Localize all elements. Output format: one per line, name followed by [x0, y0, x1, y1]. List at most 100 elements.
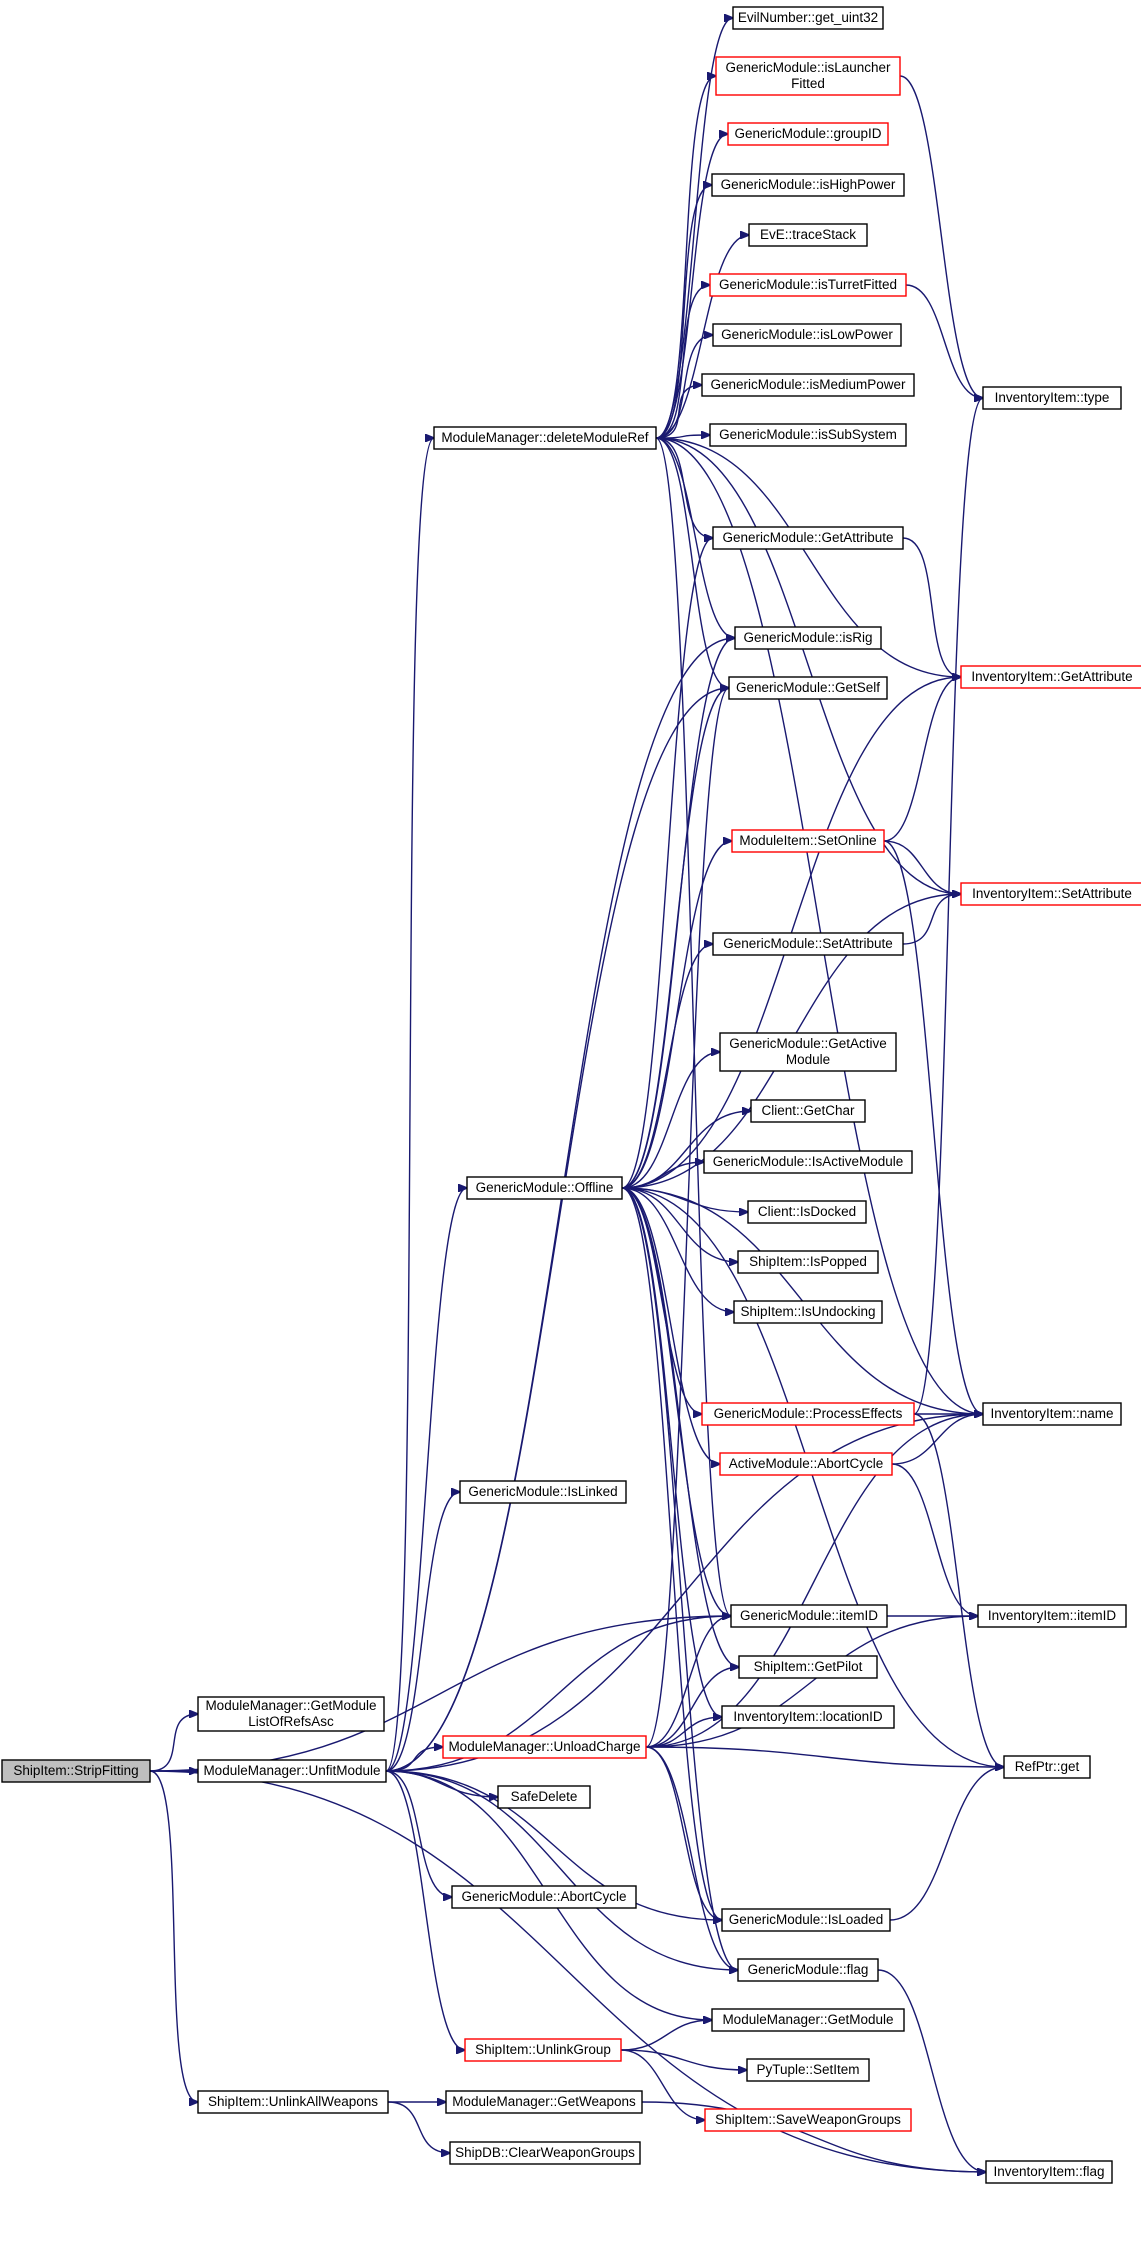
node-box	[466, 1176, 623, 1200]
call-edge-processEffects-to-iiType	[913, 398, 983, 1415]
node-box	[732, 6, 884, 30]
node-iiFlag[interactable]: InventoryItem::flag	[985, 2160, 1113, 2184]
node-label: GenericModule::ProcessEffects	[714, 1406, 903, 1421]
node-getUint32[interactable]: EvilNumber::get_uint32	[732, 6, 884, 30]
node-safeDelete[interactable]: SafeDelete	[497, 1785, 591, 1809]
node-isDocked[interactable]: Client::IsDocked	[747, 1200, 867, 1224]
node-isActiveModule[interactable]: GenericModule::IsActiveModule	[703, 1150, 913, 1174]
call-edge-unfit-to-isLinked	[385, 1492, 460, 1772]
node-getChar[interactable]: Client::GetChar	[750, 1099, 866, 1123]
node-isHighPower[interactable]: GenericModule::isHighPower	[711, 173, 905, 197]
node-label: ShipItem::StripFitting	[13, 1763, 138, 1778]
call-edge-unlinkAll-to-clearWeaponGroups	[387, 2101, 450, 2153]
node-label: ShipItem::IsPopped	[749, 1254, 867, 1269]
node-isTurret[interactable]: GenericModule::isTurretFitted	[709, 273, 907, 297]
call-edge-deleteRef-to-iiSetAttribute	[655, 437, 961, 894]
call-edge-unloadCharge-to-getPilot	[645, 1667, 739, 1748]
node-box	[451, 1885, 637, 1909]
node-iiName[interactable]: InventoryItem::name	[982, 1402, 1122, 1426]
node-unlinkAll[interactable]: ShipItem::UnlinkAllWeapons	[197, 2090, 389, 2114]
call-edge-offline-to-getPilot	[621, 1187, 739, 1667]
node-mmGetModule[interactable]: ModuleManager::GetModule	[711, 2008, 905, 2032]
node-amAbortCycle[interactable]: ActiveModule::AbortCycle	[719, 1452, 893, 1476]
node-box	[728, 676, 888, 700]
call-edge-unloadCharge-to-refGet	[645, 1746, 1004, 1767]
node-getWeapons[interactable]: ModuleManager::GetWeapons	[445, 2090, 643, 2114]
node-offline[interactable]: GenericModule::Offline	[466, 1176, 623, 1200]
call-edge-unfit-to-gmFlag	[385, 1770, 738, 1970]
node-root[interactable]: ShipItem::StripFitting	[1, 1759, 151, 1783]
node-box	[727, 122, 889, 146]
call-edge-unfit-to-gmItemID	[385, 1616, 731, 1772]
node-iiGetAttribute[interactable]: InventoryItem::GetAttribute	[960, 665, 1141, 689]
node-isPopped[interactable]: ShipItem::IsPopped	[737, 1250, 879, 1274]
node-iiSetAttribute[interactable]: InventoryItem::SetAttribute	[960, 882, 1141, 906]
node-box	[738, 1655, 878, 1679]
node-iiItemID[interactable]: InventoryItem::itemID	[977, 1604, 1127, 1628]
call-edge-offline-to-amAbortCycle	[621, 1187, 720, 1464]
node-iiType[interactable]: InventoryItem::type	[982, 386, 1122, 410]
node-isUndocking[interactable]: ShipItem::IsUndocking	[733, 1300, 883, 1324]
call-edge-deleteRef-to-isHighPower	[655, 185, 712, 439]
node-groupID[interactable]: GenericModule::groupID	[727, 122, 889, 146]
node-gmGetAttribute[interactable]: GenericModule::GetAttribute	[712, 526, 904, 550]
node-label: ModuleManager::GetModule	[722, 2012, 893, 2027]
call-edge-gmFlag-to-iiFlag	[877, 1969, 986, 2172]
call-edge-unfit-to-deleteRef	[385, 438, 434, 1772]
node-locationID[interactable]: InventoryItem::locationID	[721, 1705, 895, 1729]
node-saveWeaponGroups[interactable]: ShipItem::SaveWeaponGroups	[704, 2108, 912, 2132]
call-edge-root-to-getModuleList	[149, 1714, 198, 1772]
node-isLowPower[interactable]: GenericModule::isLowPower	[712, 323, 902, 347]
node-label: ModuleManager::UnloadCharge	[448, 1739, 640, 1754]
call-edge-unfit-to-isLoaded	[385, 1770, 722, 1920]
node-traceStack[interactable]: EvE::traceStack	[748, 223, 868, 247]
node-processEffects[interactable]: GenericModule::ProcessEffects	[701, 1402, 915, 1426]
node-isSubSystem[interactable]: GenericModule::isSubSystem	[709, 423, 907, 447]
node-unfit[interactable]: ModuleManager::UnfitModule	[197, 1759, 387, 1783]
node-deleteRef[interactable]: ModuleManager::deleteModuleRef	[433, 426, 657, 450]
node-unloadCharge[interactable]: ModuleManager::UnloadCharge	[442, 1735, 647, 1759]
node-box	[960, 882, 1141, 906]
node-box	[442, 1735, 647, 1759]
node-gmFlag[interactable]: GenericModule::flag	[737, 1958, 879, 1982]
edge-layer	[149, 18, 1004, 2172]
node-label: GenericModule::GetSelf	[736, 680, 880, 695]
node-label: GenericModule::GetActive	[729, 1036, 887, 1051]
node-box	[449, 2141, 641, 2165]
node-isLoaded[interactable]: GenericModule::IsLoaded	[721, 1908, 891, 1932]
node-isRig[interactable]: GenericModule::isRig	[734, 626, 882, 650]
node-label: GenericModule::groupID	[734, 126, 881, 141]
call-edge-deleteRef-to-isLauncher	[655, 76, 716, 439]
node-unlinkGroup[interactable]: ShipItem::UnlinkGroup	[464, 2038, 622, 2062]
node-label: GenericModule::isSubSystem	[719, 427, 897, 442]
node-clearWeaponGroups[interactable]: ShipDB::ClearWeaponGroups	[449, 2141, 641, 2165]
node-getSelf[interactable]: GenericModule::GetSelf	[728, 676, 888, 700]
node-box	[464, 2038, 622, 2062]
node-box	[709, 423, 907, 447]
call-edge-unloadCharge-to-getSelf	[645, 688, 729, 1748]
node-box	[982, 1402, 1122, 1426]
node-setOnline[interactable]: ModuleItem::SetOnline	[731, 829, 885, 853]
node-getPilot[interactable]: ShipItem::GetPilot	[738, 1655, 878, 1679]
node-box	[721, 1705, 895, 1729]
node-isMediumPower[interactable]: GenericModule::isMediumPower	[701, 373, 915, 397]
node-gmSetAttribute[interactable]: GenericModule::SetAttribute	[712, 932, 904, 956]
call-edge-deleteRef-to-gmItemID	[655, 437, 731, 1616]
node-label: GenericModule::IsActiveModule	[713, 1154, 904, 1169]
node-label: EvE::traceStack	[760, 227, 856, 242]
call-edge-unlinkGroup-to-setItem	[620, 2049, 747, 2070]
node-gmAbortCycle[interactable]: GenericModule::AbortCycle	[451, 1885, 637, 1909]
node-box	[709, 273, 907, 297]
node-label: PyTuple::SetItem	[756, 2062, 859, 2077]
node-box	[960, 665, 1141, 689]
node-setItem[interactable]: PyTuple::SetItem	[746, 2058, 870, 2082]
node-label: GenericModule::isHighPower	[721, 177, 896, 192]
node-label: InventoryItem::type	[995, 390, 1110, 405]
node-isLinked[interactable]: GenericModule::IsLinked	[459, 1480, 627, 1504]
node-refGet[interactable]: RefPtr::get	[1003, 1755, 1091, 1779]
node-gmItemID[interactable]: GenericModule::itemID	[730, 1604, 888, 1628]
node-label: ListOfRefsAsc	[248, 1714, 334, 1729]
